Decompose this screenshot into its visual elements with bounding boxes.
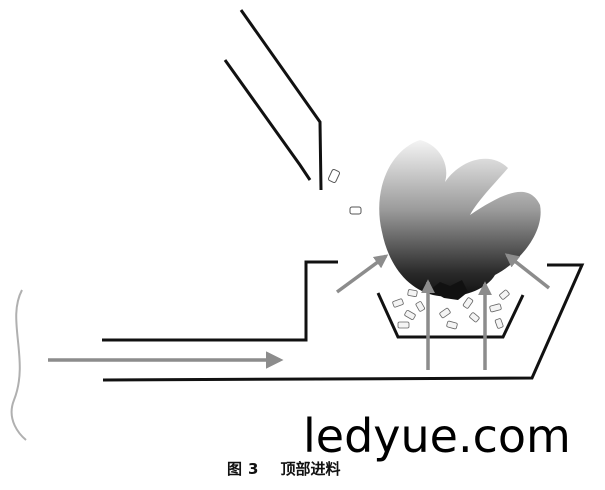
caption-label: 图: [227, 460, 243, 478]
ember-core: [430, 280, 468, 300]
feed-chute: [223, 9, 323, 191]
caption-title: 顶部进料: [280, 460, 341, 478]
combustion-chamber: [102, 260, 585, 382]
break-mark: [10, 289, 27, 441]
air-flow-arrows: [335, 253, 551, 370]
caption-number: 3: [248, 460, 259, 478]
pot-pellets: [392, 289, 510, 330]
watermark-text: ledyue.com: [303, 409, 571, 463]
burner-pot: [376, 292, 525, 339]
flame: [379, 140, 541, 297]
falling-pellets: [327, 169, 362, 215]
